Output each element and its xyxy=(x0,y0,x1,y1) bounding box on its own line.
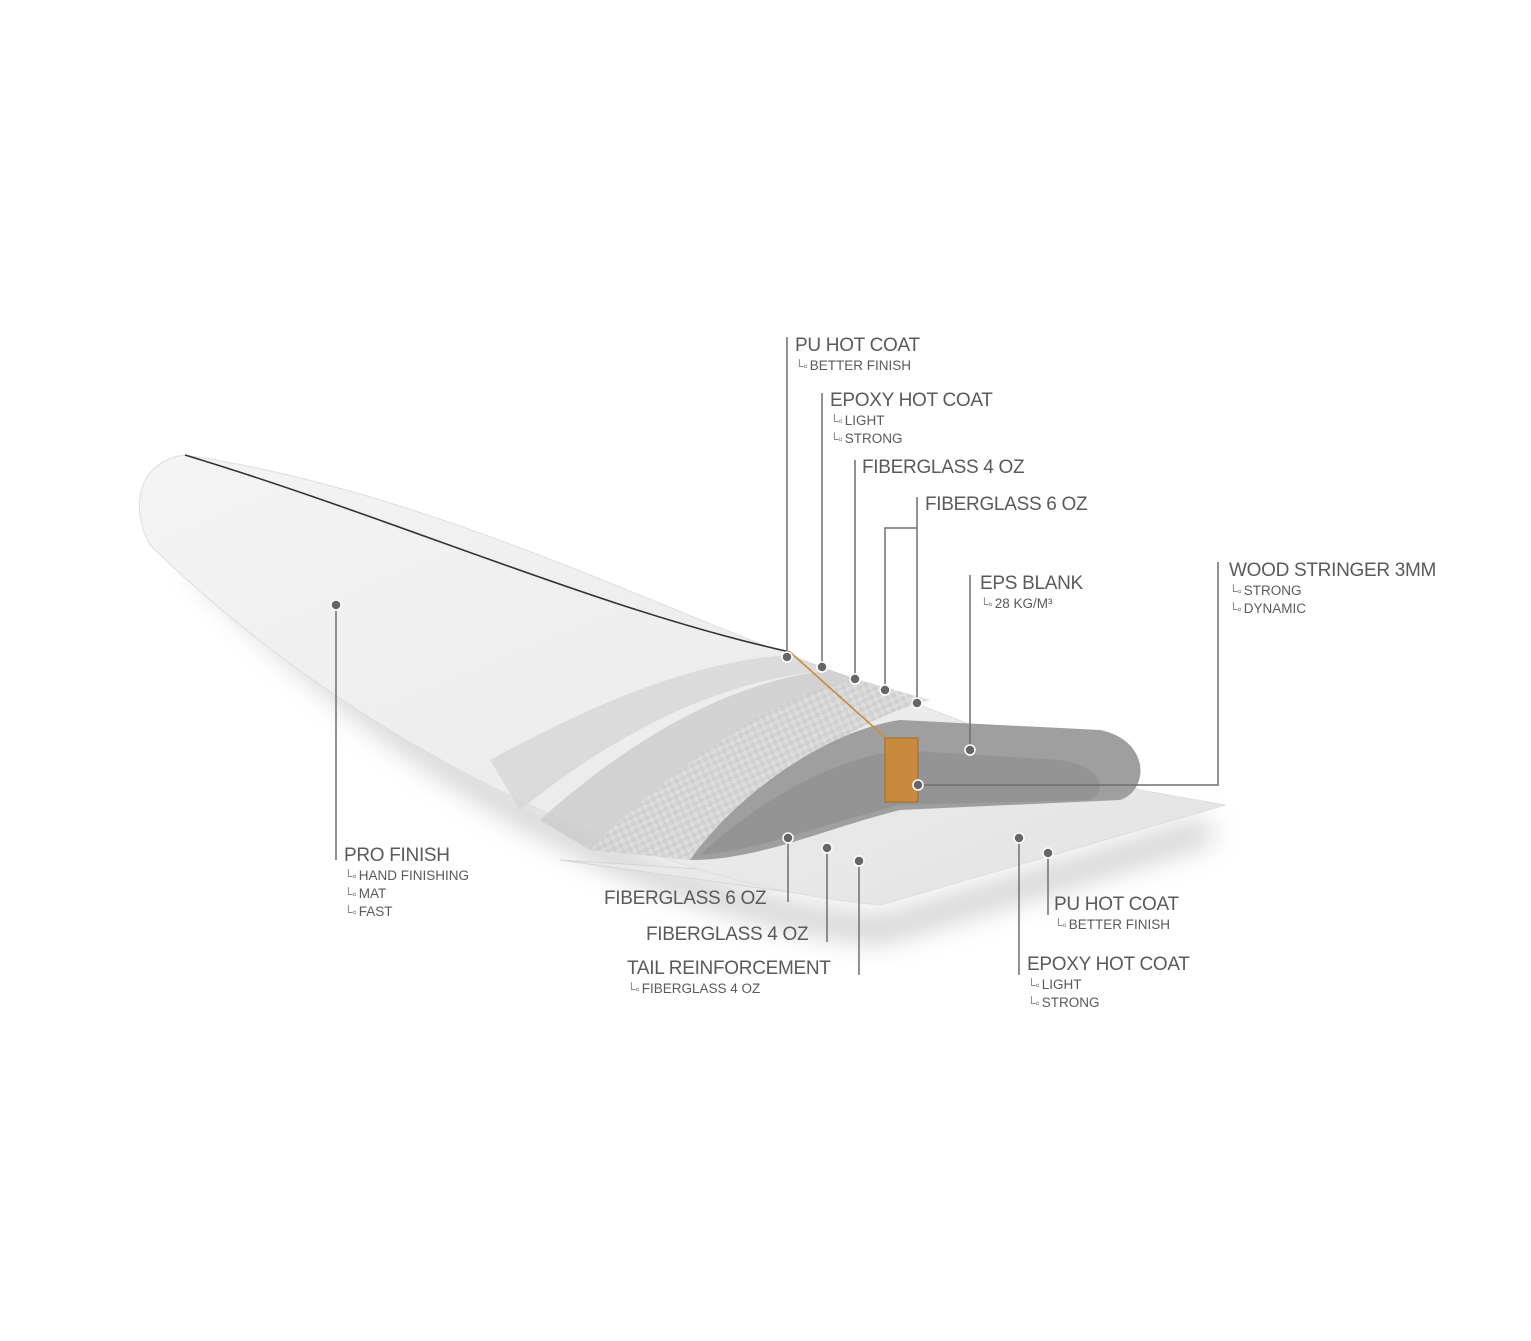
label-fiberglass-6oz-top: FIBERGLASS 6 OZ xyxy=(925,494,1088,516)
label-title: PRO FINISH xyxy=(344,845,450,866)
label-title: FIBERGLASS 6 OZ xyxy=(604,888,767,909)
label-title: EPOXY HOT COAT xyxy=(1027,954,1190,975)
label-epoxy-hot-coat-top: EPOXY HOT COAT LIGHT STRONG xyxy=(830,390,993,448)
label-title: PU HOT COAT xyxy=(1054,894,1179,915)
label-item: STRONG xyxy=(1027,994,1190,1012)
label-title: EPOXY HOT COAT xyxy=(830,390,993,411)
fiberglass-band xyxy=(590,680,930,860)
label-title: EPS BLANK xyxy=(980,573,1083,594)
label-item: LIGHT xyxy=(1027,976,1190,994)
label-item: 28 KG/M³ xyxy=(980,595,1083,613)
label-item: BETTER FINISH xyxy=(1054,916,1179,934)
label-pu-hot-coat-top: PU HOT COAT BETTER FINISH xyxy=(795,335,920,375)
label-item: FAST xyxy=(344,903,469,921)
pu-hot-coat-band xyxy=(490,655,830,810)
label-pro-finish: PRO FINISH HAND FINISHING MAT FAST xyxy=(344,845,469,921)
label-item: BETTER FINISH xyxy=(795,357,920,375)
label-item: STRONG xyxy=(1229,582,1436,600)
label-wood-stringer: WOOD STRINGER 3MM STRONG DYNAMIC xyxy=(1229,560,1436,618)
label-item: STRONG xyxy=(830,430,993,448)
label-item: MAT xyxy=(344,885,469,903)
label-title: FIBERGLASS 6 OZ xyxy=(925,494,1088,515)
callout-dots xyxy=(330,599,1054,867)
label-item: DYNAMIC xyxy=(1229,600,1436,618)
leader-lines xyxy=(335,337,1219,975)
label-eps-blank: EPS BLANK 28 KG/M³ xyxy=(980,573,1083,613)
label-title: FIBERGLASS 4 OZ xyxy=(646,924,809,945)
wood-stringer xyxy=(884,737,919,803)
stringer-line-exposed xyxy=(789,651,889,741)
label-fiberglass-4oz-top: FIBERGLASS 4 OZ xyxy=(862,457,1025,479)
label-item: FIBERGLASS 4 OZ xyxy=(627,980,831,998)
label-fiberglass-4oz-bottom: FIBERGLASS 4 OZ xyxy=(646,924,809,946)
label-item: LIGHT xyxy=(830,412,993,430)
label-pu-hot-coat-bottom: PU HOT COAT BETTER FINISH xyxy=(1054,894,1179,934)
stringer-line xyxy=(184,454,791,653)
label-title: WOOD STRINGER 3MM xyxy=(1229,560,1437,581)
label-title: FIBERGLASS 4 OZ xyxy=(862,457,1025,478)
label-item: HAND FINISHING xyxy=(344,867,469,885)
label-title: PU HOT COAT xyxy=(795,335,920,356)
label-fiberglass-6oz-bottom: FIBERGLASS 6 OZ xyxy=(604,888,767,910)
label-tail-reinforcement: TAIL REINFORCEMENT FIBERGLASS 4 OZ xyxy=(627,958,831,998)
label-title: TAIL REINFORCEMENT xyxy=(627,958,831,979)
epoxy-band xyxy=(540,670,860,850)
label-epoxy-hot-coat-bottom: EPOXY HOT COAT LIGHT STRONG xyxy=(1027,954,1190,1012)
